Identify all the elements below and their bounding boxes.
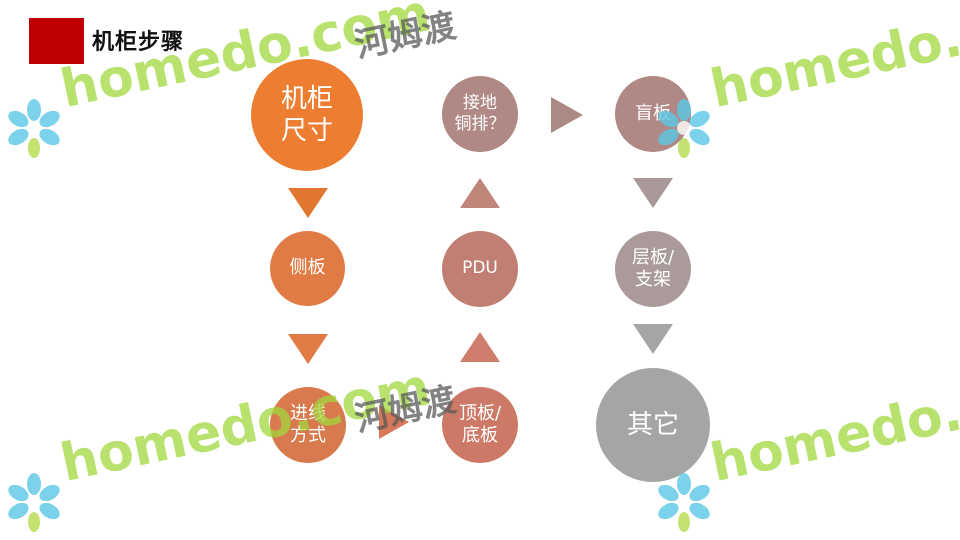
page-title: 机柜步骤 [92,30,185,55]
node-shelf-bracket: 层板/ 支架 [615,231,691,307]
node-cable-entry: 进线 方式 [270,387,346,463]
node-top-bottom-panel: 顶板/ 底板 [442,387,518,463]
node-side-panel: 侧板 [270,231,345,306]
node-cabinet-size: 机柜 尺寸 [251,59,363,171]
arrow-down-2 [288,334,328,364]
flower-logo-icon [8,473,60,532]
arrow-right-2 [551,97,583,133]
flower-logo-icon [8,99,60,158]
arrow-down-3 [633,178,673,208]
watermark-text: homedo.com [55,0,436,121]
node-blank-panel: 盲板 [615,76,691,152]
arrow-down-1 [288,188,328,218]
arrow-down-4 [633,324,673,354]
watermark-cn: 河姆渡 [351,5,460,67]
arrow-right-1 [379,405,409,439]
node-grounding-bar: 接地 铜排？ [442,76,518,152]
node-pdu: PDU [442,231,518,307]
arrow-up-2 [460,178,500,208]
arrow-up-1 [460,332,500,362]
watermark-text: homedo.com [705,0,960,121]
title-accent-block [29,18,84,64]
watermark-text: homedo.com [705,357,960,494]
node-others: 其它 [596,368,710,482]
